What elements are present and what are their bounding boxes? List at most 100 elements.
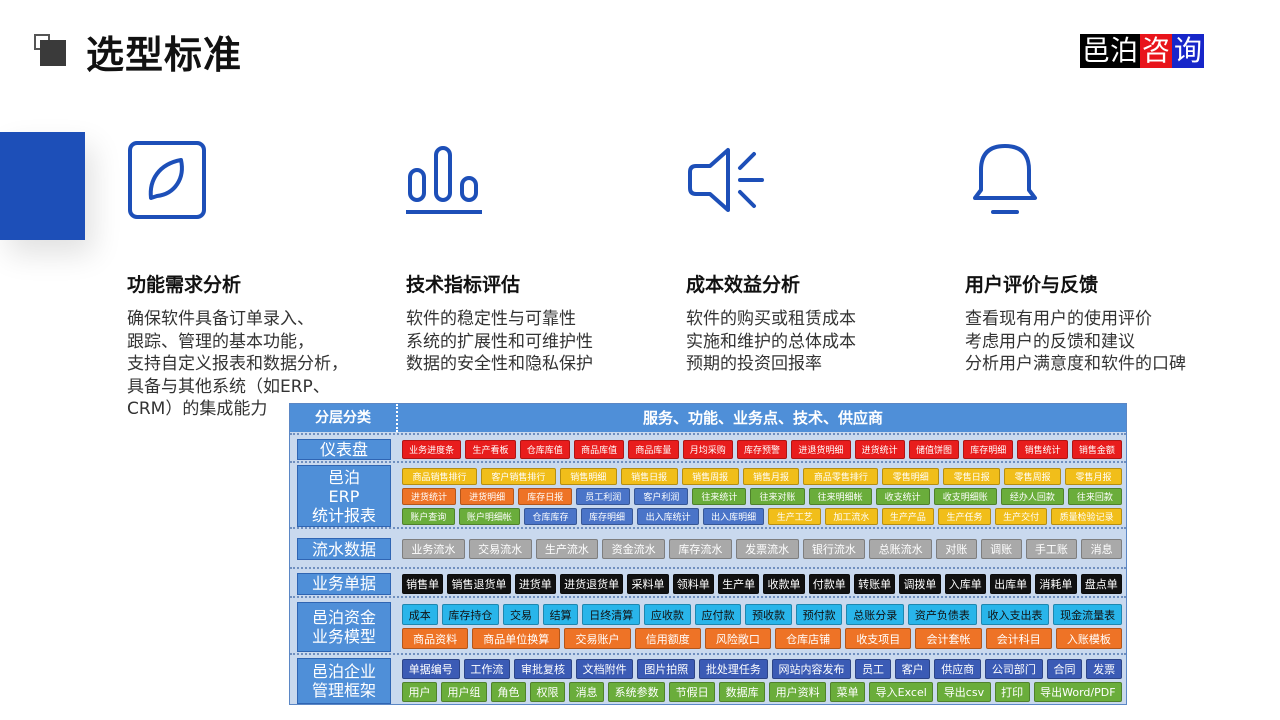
erp-chip: 收入支出表 xyxy=(980,604,1050,625)
erp-chip: 业务进度条 xyxy=(402,439,462,459)
erp-chip: 库存明细 xyxy=(580,507,634,525)
erp-chip: 数据库 xyxy=(719,682,766,702)
logo-part-2: 咨 xyxy=(1140,34,1173,68)
chip-line: 销售单销售退货单进货单进货退货单采料单领料单生产单收款单付款单转账单调拨单入库单… xyxy=(402,573,1122,594)
logo-part-1: 邑泊 xyxy=(1080,34,1141,68)
erp-chip: 库存明细 xyxy=(963,439,1014,459)
erp-chip: 消息 xyxy=(569,682,605,702)
erp-chip: 零售月报 xyxy=(1065,467,1122,485)
erp-chip: 成本 xyxy=(402,604,438,625)
erp-chip: 账户查询 xyxy=(402,507,455,525)
erp-chip: 客户利润 xyxy=(634,487,689,505)
erp-chip: 现金流量表 xyxy=(1053,604,1122,625)
erp-chip: 图片拍照 xyxy=(637,659,696,679)
erp-chip: 交易账户 xyxy=(564,628,631,649)
erp-chip: 销售统计 xyxy=(1017,439,1068,459)
erp-chip: 业务流水 xyxy=(402,539,465,559)
erp-chip: 消耗单 xyxy=(1035,573,1077,594)
erp-chip: 商品库值 xyxy=(573,439,625,459)
erp-chip: 月均采购 xyxy=(682,439,733,459)
erp-chip: 客户销售排行 xyxy=(480,467,556,485)
erp-chip: 采料单 xyxy=(627,573,669,594)
erp-chip: 零售日报 xyxy=(943,467,1001,485)
erp-chip: 生产交付 xyxy=(994,507,1048,525)
erp-table-header: 分层分类 服务、功能、业务点、技术、供应商 xyxy=(290,404,1126,432)
erp-chip: 节假日 xyxy=(669,682,716,702)
feature-technical-metrics: 技术指标评估 软件的稳定性与可靠性 系统的扩展性和可维护性 数据的安全性和隐私保… xyxy=(406,140,656,374)
erp-chip: 进货统计 xyxy=(854,439,905,459)
chip-line: 商品资料商品单位换算交易账户信用额度风险敞口仓库店铺收支项目会计套帐会计科目入账… xyxy=(402,628,1123,649)
erp-chip: 库存流水 xyxy=(669,539,732,559)
erp-chip: 进货明细 xyxy=(460,487,515,505)
chip-line: 商品销售排行客户销售排行销售明细销售日报销售周报销售月报商品零售排行零售明细零售… xyxy=(402,467,1122,485)
feature-title: 成本效益分析 xyxy=(686,274,801,296)
erp-chip: 菜单 xyxy=(830,682,866,702)
erp-chip: 银行流水 xyxy=(802,539,866,559)
bar-chart-icon xyxy=(406,146,482,214)
erp-chip: 单据编号 xyxy=(402,659,460,679)
erp-chip: 角色 xyxy=(491,682,527,702)
erp-chip: 总账分录 xyxy=(846,604,905,625)
erp-chip: 收支明细账 xyxy=(933,487,997,505)
erp-chip: 库存预警 xyxy=(736,439,788,459)
chip-line: 业务进度条生产看板仓库库值商品库值商品库量月均采购库存预警进退货明细进货统计储值… xyxy=(402,439,1123,459)
erp-row: 业务单据销售单销售退货单进货单进货退货单采料单领料单生产单收款单付款单转账单调拨… xyxy=(290,567,1126,596)
erp-chip: 进货单 xyxy=(514,573,556,594)
feature-user-feedback: 用户评价与反馈 查看现有用户的使用评价 考虑用户的反馈和建议 分析用户满意度和软… xyxy=(965,140,1215,374)
erp-chip: 仓库店铺 xyxy=(775,628,842,649)
erp-chip: 工作流 xyxy=(463,659,511,679)
erp-chip: 调账 xyxy=(980,539,1022,559)
erp-chip: 销售退货单 xyxy=(447,573,511,594)
erp-chip: 库存持仓 xyxy=(441,604,500,625)
erp-chip: 导出Word/PDF xyxy=(1033,682,1123,702)
erp-chip: 打印 xyxy=(994,682,1030,702)
erp-chip: 结算 xyxy=(542,604,579,625)
erp-chip: 会计套帐 xyxy=(915,628,982,649)
erp-row-category: 邑泊资金 业务模型 xyxy=(297,601,391,652)
erp-chip: 预收款 xyxy=(745,604,792,625)
erp-architecture-table: 分层分类 服务、功能、业务点、技术、供应商 仪表盘业务进度条生产看板仓库库值商品… xyxy=(289,403,1127,705)
erp-row: 邑泊资金 业务模型成本库存持仓交易结算日终清算应收款应付款预收款预付款总账分录资… xyxy=(290,596,1126,653)
erp-chip: 导入Excel xyxy=(869,682,934,702)
feature-title: 功能需求分析 xyxy=(127,274,242,296)
erp-row: 流水数据业务流水交易流水生产流水资金流水库存流水发票流水银行流水总账流水对账调账… xyxy=(290,527,1126,567)
erp-chip: 日终清算 xyxy=(582,604,641,625)
erp-chip: 商品单位换算 xyxy=(472,628,561,649)
brand-logo: 邑泊 咨 询 xyxy=(1080,34,1205,68)
feature-cost-benefit: 成本效益分析 软件的购买或租赁成本 实施和维护的总体成本 预期的投资回报率 xyxy=(686,140,936,374)
side-decoration-block xyxy=(0,132,85,240)
page-title: 选型标准 xyxy=(86,33,243,77)
erp-chip: 权限 xyxy=(530,682,566,702)
erp-chip: 入账模板 xyxy=(1055,628,1123,649)
erp-chip: 商品库量 xyxy=(628,439,679,459)
erp-chip: 批处理任务 xyxy=(699,659,768,679)
erp-chip: 入库单 xyxy=(944,573,986,594)
erp-chip: 生产看板 xyxy=(465,439,516,459)
header-left: 分层分类 xyxy=(290,404,398,432)
erp-row-category: 流水数据 xyxy=(297,538,391,560)
feature-functional-requirements: 功能需求分析 确保软件具备订单录入、 跟踪、管理的基本功能， 支持自定义报表和数… xyxy=(127,140,377,419)
erp-chip: 员工 xyxy=(855,659,891,679)
erp-chip: 信用额度 xyxy=(634,628,701,649)
erp-chip: 账户明细帐 xyxy=(458,507,521,525)
header-right: 服务、功能、业务点、技术、供应商 xyxy=(642,409,883,427)
erp-chip: 销售明细 xyxy=(559,467,617,485)
erp-chip: 库存日报 xyxy=(518,487,573,505)
erp-chip: 转账单 xyxy=(853,573,896,594)
erp-chip: 总账流水 xyxy=(869,539,932,559)
erp-chip: 销售月报 xyxy=(742,467,800,485)
erp-chip: 用户 xyxy=(402,682,438,702)
feature-title: 用户评价与反馈 xyxy=(965,274,1099,296)
feature-description: 确保软件具备订单录入、 跟踪、管理的基本功能， 支持自定义报表和数据分析， 具备… xyxy=(127,309,348,419)
erp-chip: 出入库统计 xyxy=(637,507,699,525)
erp-chip: 销售周报 xyxy=(681,467,739,485)
feature-description: 软件的购买或租赁成本 实施和维护的总体成本 预期的投资回报率 xyxy=(686,309,856,374)
erp-chip: 商品销售排行 xyxy=(402,467,477,485)
erp-chip: 系统参数 xyxy=(608,682,666,702)
erp-chip: 生产产品 xyxy=(881,507,935,525)
erp-chip: 收款单 xyxy=(763,573,805,594)
erp-chip: 生产流水 xyxy=(535,539,599,559)
erp-chip: 用户资料 xyxy=(769,682,827,702)
erp-chip: 商品零售排行 xyxy=(803,467,879,485)
chip-line: 业务流水交易流水生产流水资金流水库存流水发票流水银行流水总账流水对账调账手工账消… xyxy=(402,539,1122,559)
